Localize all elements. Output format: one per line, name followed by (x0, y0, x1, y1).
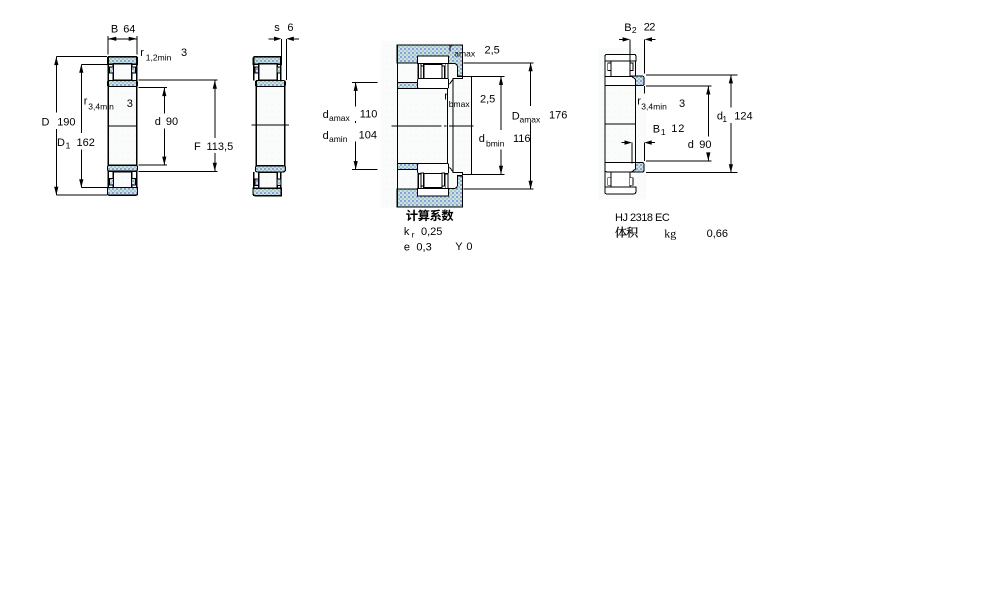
svg-text:e: e (404, 241, 410, 253)
svg-text:d: d (323, 130, 329, 142)
svg-text:B: B (624, 22, 631, 34)
svg-text:110: 110 (360, 108, 378, 120)
svg-text:2: 2 (632, 25, 637, 35)
svg-text:176: 176 (549, 110, 567, 122)
svg-text:bmax: bmax (449, 99, 471, 109)
svg-text:k: k (404, 226, 410, 238)
svg-text:amax: amax (329, 113, 351, 123)
svg-text:kg: kg (664, 227, 676, 241)
svg-text:3,4min: 3,4min (641, 102, 667, 112)
svg-text:bmin: bmin (486, 138, 505, 148)
svg-text:0,25: 0,25 (421, 226, 442, 238)
svg-text:d: d (323, 109, 329, 121)
svg-text:162: 162 (77, 137, 95, 149)
svg-text:d: d (479, 133, 485, 145)
svg-text:amax: amax (520, 115, 542, 125)
svg-text:1: 1 (66, 140, 71, 150)
svg-text:124: 124 (734, 111, 752, 123)
svg-text:d: d (717, 111, 723, 123)
svg-text:Y: Y (455, 241, 463, 253)
svg-text:1: 1 (722, 114, 727, 124)
svg-text:116: 116 (513, 133, 531, 145)
svg-text:0,66: 0,66 (707, 228, 728, 240)
svg-text:amax: amax (454, 48, 476, 58)
svg-text:r: r (444, 91, 448, 103)
svg-text:90: 90 (699, 139, 711, 151)
svg-text:r: r (140, 47, 144, 59)
svg-text:1: 1 (661, 127, 666, 137)
svg-text:22: 22 (644, 22, 656, 34)
svg-text:r: r (412, 229, 415, 239)
svg-text:D: D (42, 116, 50, 128)
svg-text:r: r (84, 95, 88, 107)
svg-text:amin: amin (329, 134, 348, 144)
svg-text:r: r (637, 95, 641, 107)
svg-text:190: 190 (57, 116, 75, 128)
svg-text:d: d (155, 116, 161, 128)
svg-text:12: 12 (671, 123, 685, 135)
svg-text:3: 3 (127, 98, 133, 110)
svg-text:3: 3 (181, 47, 187, 59)
svg-text:0: 0 (466, 241, 472, 253)
svg-text:B: B (653, 124, 660, 136)
svg-text:s: s (274, 22, 280, 34)
svg-text:0,3: 0,3 (416, 242, 431, 254)
svg-text:104: 104 (359, 129, 377, 141)
svg-text:113,5: 113,5 (207, 141, 234, 153)
svg-text:HJ 2318 EC: HJ 2318 EC (615, 212, 670, 224)
svg-text:3: 3 (679, 98, 685, 110)
svg-text:1,2min: 1,2min (146, 53, 172, 63)
svg-text:D: D (57, 137, 65, 149)
svg-text:2,5: 2,5 (480, 93, 495, 105)
svg-text:90: 90 (166, 116, 178, 128)
svg-text:B: B (111, 24, 118, 36)
svg-text:d: d (688, 139, 694, 151)
svg-text:2,5: 2,5 (485, 45, 500, 57)
svg-text:3,4min: 3,4min (88, 101, 114, 111)
svg-text:6: 6 (287, 22, 293, 34)
svg-text:D: D (512, 110, 520, 122)
svg-text:64: 64 (123, 24, 135, 36)
svg-text:r: r (449, 43, 453, 55)
svg-text:F: F (194, 141, 201, 153)
